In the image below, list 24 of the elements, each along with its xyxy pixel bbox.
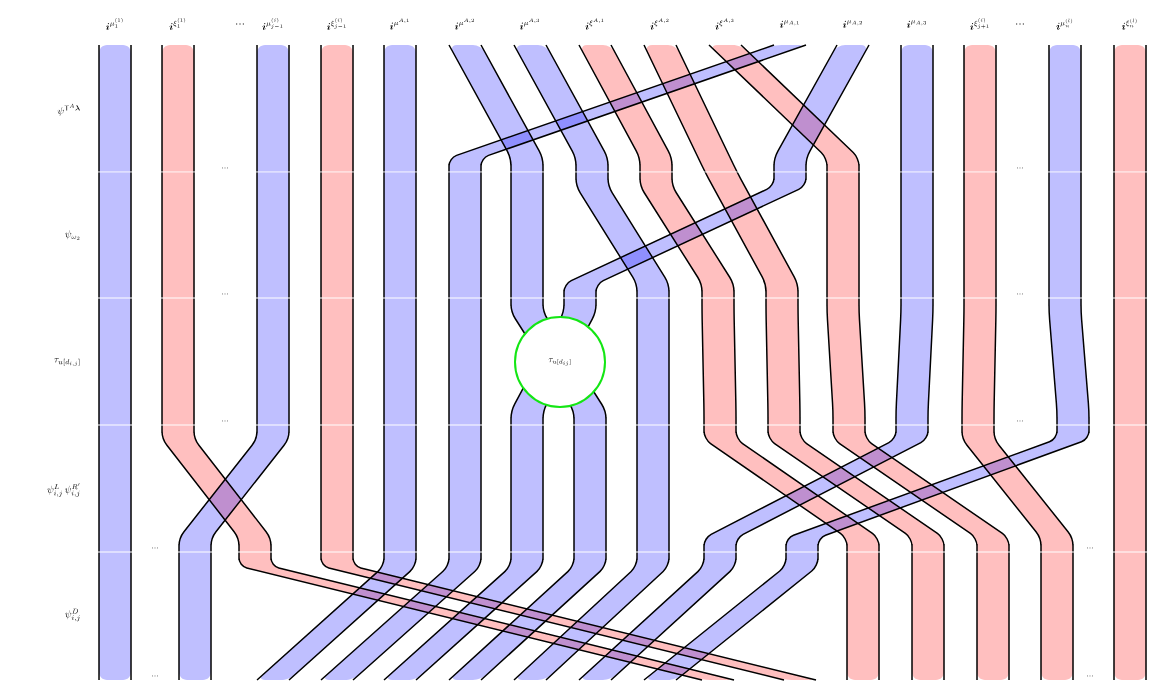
strand-label: $\boldsymbol{i}^{\mu_{j-1}^{(i)}}$ <box>262 18 283 30</box>
row-label: $\psi_{\omega_2}$ <box>65 230 80 240</box>
strand-label: $\boldsymbol{i}^{\mu^{A,3}}$ <box>519 18 539 30</box>
strand-label: $\boldsymbol{i}^{\xi^{A,2}}$ <box>650 18 669 30</box>
row-label: $\psi^{\mathsf{T}^A\boldsymbol{\lambda}}$ <box>57 103 81 117</box>
strand-label: $\boldsymbol{i}^{\xi^{A,1}}$ <box>585 18 604 30</box>
strand-label: $\boldsymbol{i}^{\xi_n^{(l)}}$ <box>1121 18 1137 30</box>
circle-node: $\tau_{u[d_{ij}]}$ <box>514 316 606 408</box>
strand-label: $\boldsymbol{i}^{\mu_{A,2}}$ <box>842 20 862 28</box>
strand-label: $\boldsymbol{i}^{\xi^{A,3}}$ <box>715 18 734 30</box>
strand-label: $\boldsymbol{i}^{\xi_1^{(1)}}$ <box>169 18 186 30</box>
ellipsis: … <box>236 23 244 25</box>
row-label: $\tau_{u[d_{i,j}]}$ <box>54 357 80 367</box>
row-label: $\psi^L_{i,j}\,\psi^{R'}_{i,j}$ <box>47 483 80 497</box>
ellipsis: … <box>1016 23 1024 25</box>
strand-label: $\boldsymbol{i}^{\mu_1^{(1)}}$ <box>105 18 123 30</box>
strand-label: $\boldsymbol{i}^{\xi_{j+1}^{(i)}}$ <box>970 18 989 30</box>
strand-label: $\boldsymbol{i}^{\xi_{j-1}^{(i)}}$ <box>326 18 346 30</box>
strand-label: $\boldsymbol{i}^{\mu_n^{(l)}}$ <box>1056 18 1073 30</box>
strand-label: $\boldsymbol{i}^{\mu_{A,3}}$ <box>906 20 926 28</box>
row-label: $\psi^D_{i,j}$ <box>65 608 80 622</box>
strand-label: $\boldsymbol{i}^{\mu^{A,1}}$ <box>389 18 409 30</box>
strand-label: $\boldsymbol{i}^{\mu^{A,2}}$ <box>454 18 474 30</box>
strand-label: $\boldsymbol{i}^{\mu_{A,1}}$ <box>779 20 799 28</box>
